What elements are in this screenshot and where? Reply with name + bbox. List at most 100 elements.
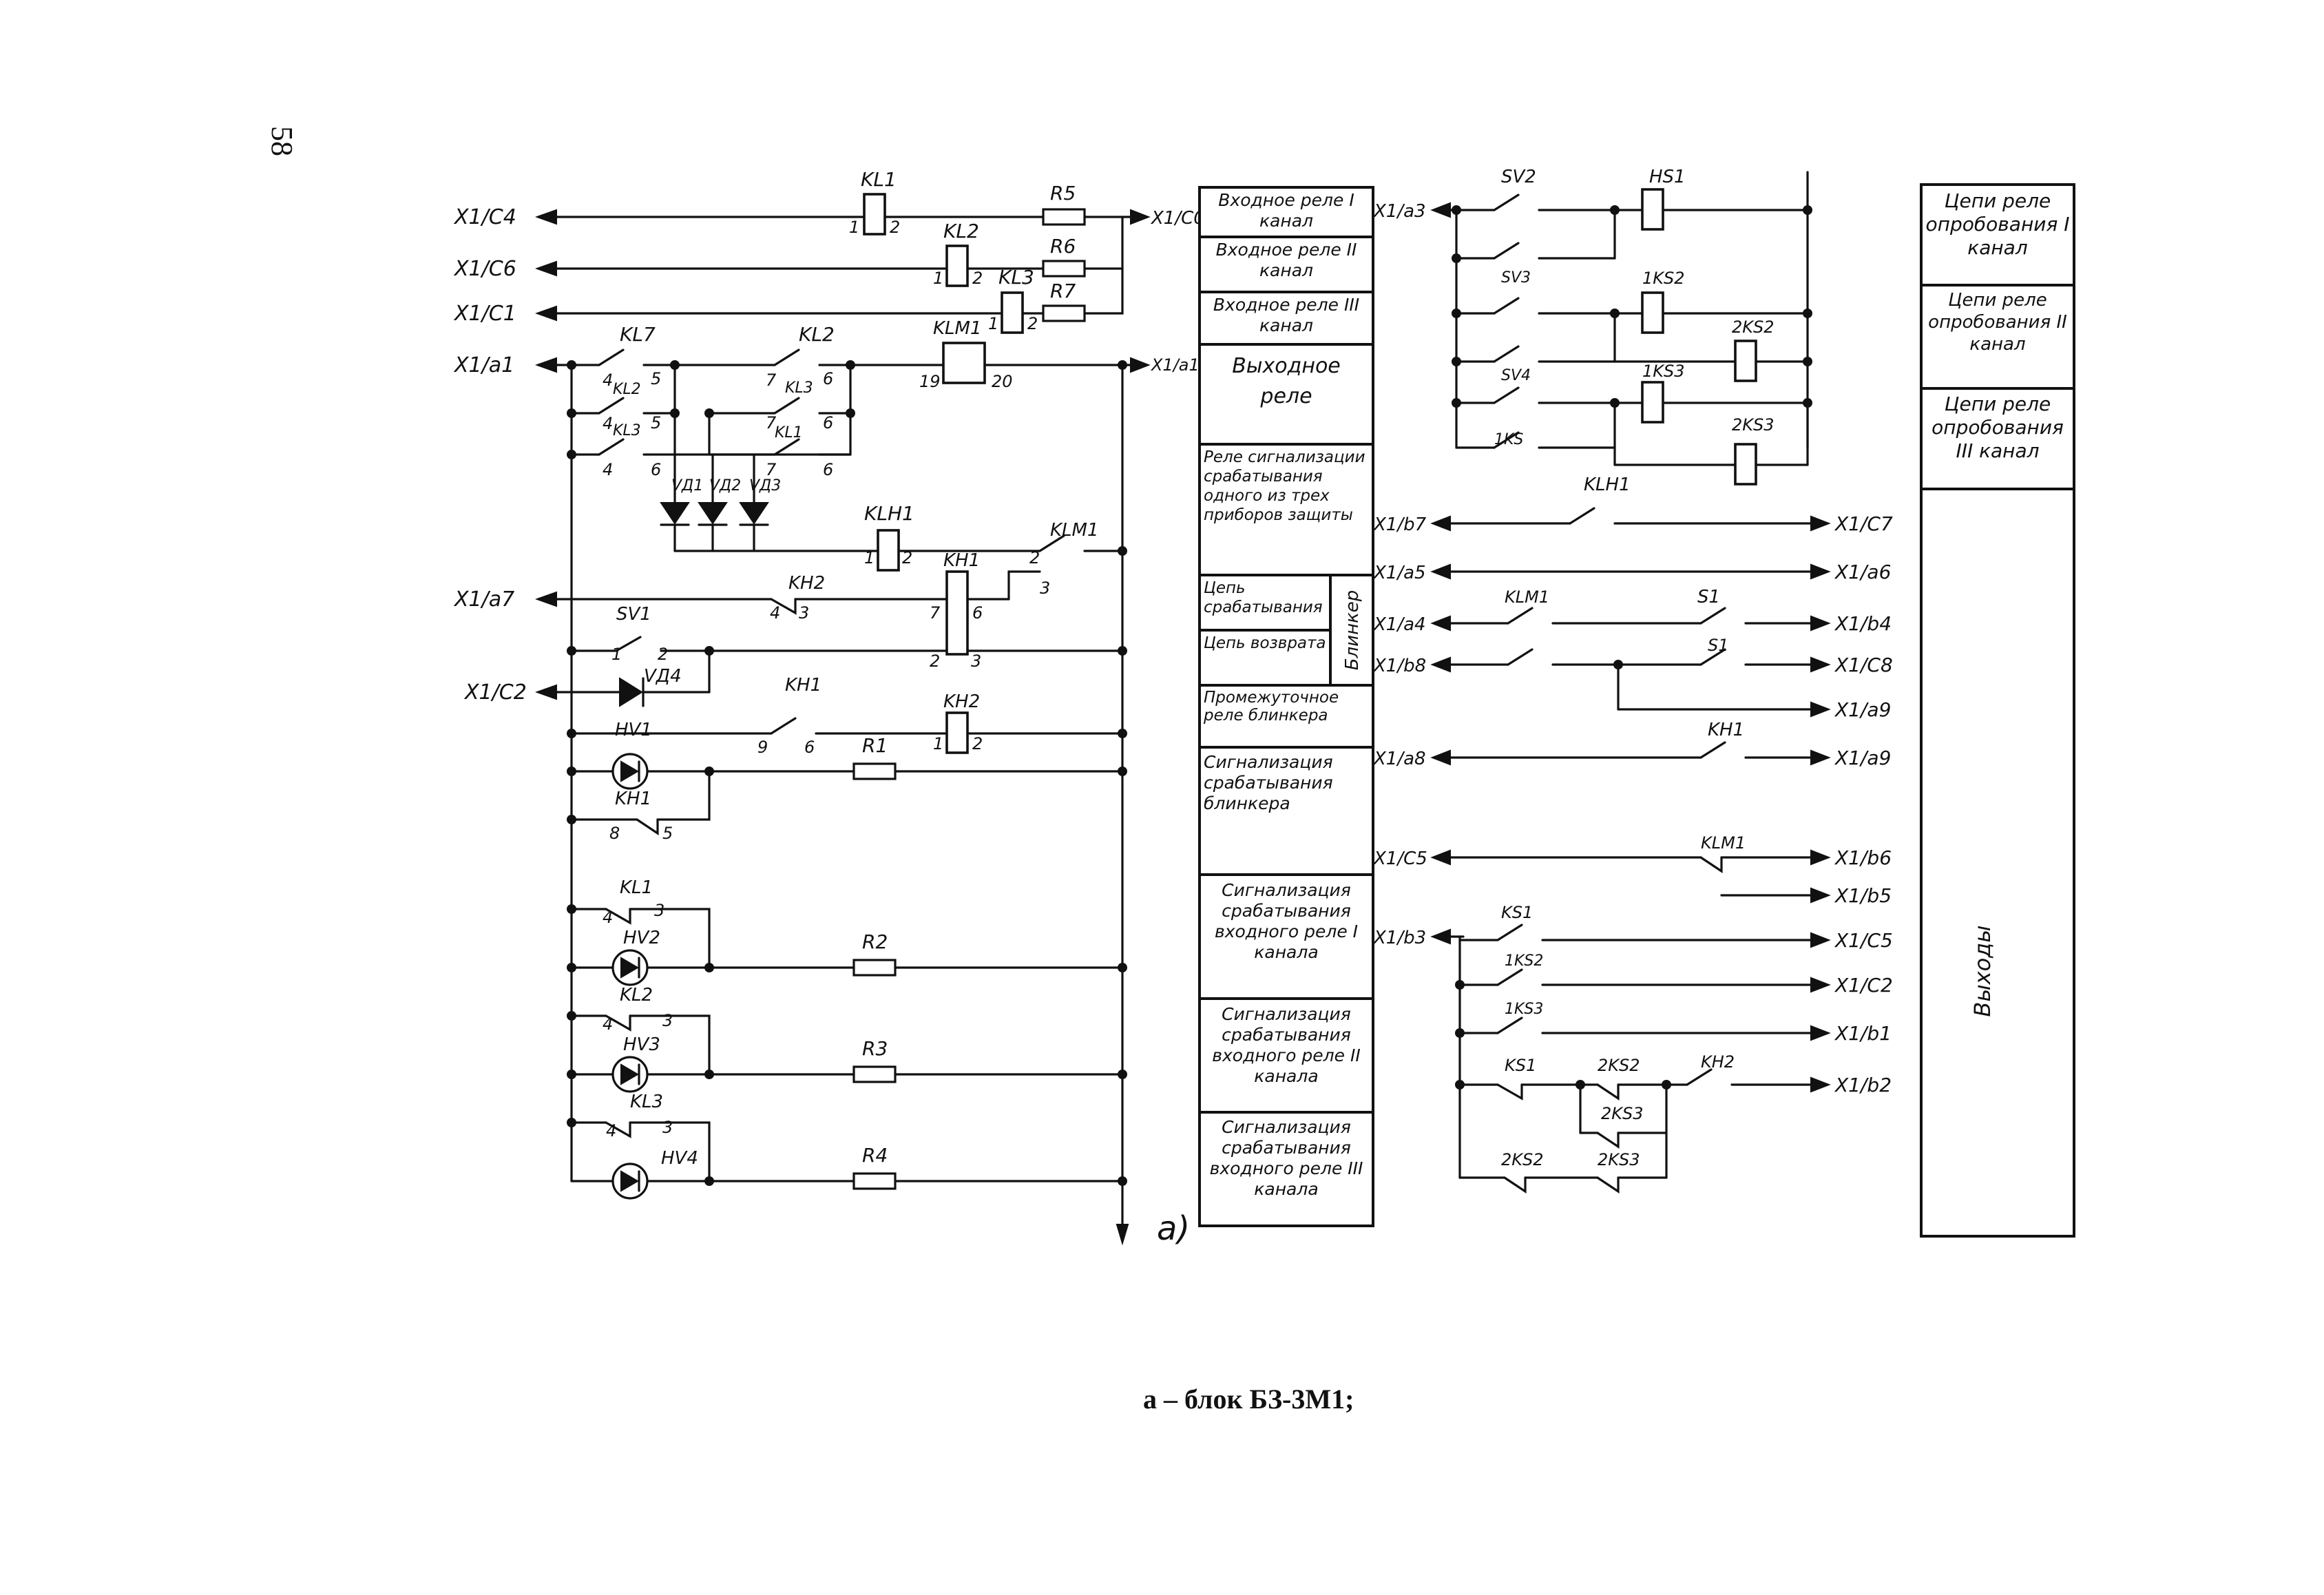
label-sv3: SV3: [1501, 269, 1531, 286]
legend-input-relay-1: Входное реле I канал: [1218, 190, 1354, 231]
pin-number: 4: [770, 603, 780, 623]
coil-hs1: [1641, 188, 1664, 231]
terminal-label-b5: X1/b5: [1834, 884, 1892, 907]
pin-number: 19: [919, 372, 941, 391]
pin-number: 1: [988, 314, 998, 333]
label-contact-kl3-b: KL3: [613, 422, 641, 439]
pin-number: 8: [609, 824, 620, 843]
pin-number: 3: [654, 901, 664, 920]
pin-number: 1: [849, 218, 859, 237]
coil-kl2: [945, 244, 969, 287]
pin-number: 2: [930, 651, 940, 671]
label-klh1-coil: KLH1: [864, 502, 914, 525]
coil-klm1: [942, 342, 986, 384]
label-sv4: SV4: [1501, 367, 1531, 384]
pin-number: 4: [603, 1014, 613, 1034]
coil-kh1: [945, 570, 969, 656]
resistor-r2: [852, 959, 897, 977]
pin-number: 1: [611, 645, 622, 664]
label-kl3-coil: KL3: [998, 266, 1034, 289]
coil-kh2: [945, 711, 969, 754]
label-2ks2-b: 2KS2: [1598, 1056, 1640, 1075]
terminal-label-c2: X1/C2: [463, 680, 527, 705]
terminal-label-b4: X1/b4: [1834, 612, 1892, 635]
label-r3: R3: [862, 1037, 888, 1060]
terminal-label-c5-right: X1/C5: [1834, 929, 1893, 952]
label-contact-kl3-a: KL3: [785, 379, 813, 397]
pin-number: 3: [662, 1011, 673, 1030]
label-kh2-coil: KH2: [943, 691, 980, 712]
pin-number: 6: [804, 738, 815, 757]
label-2ks2-c: 2KS2: [1501, 1150, 1544, 1169]
label-hv1: HV1: [615, 720, 652, 740]
label-ks1-b: KS1: [1505, 1056, 1536, 1075]
terminal-label-c4: X1/C4: [453, 205, 516, 229]
coil-kl1: [863, 193, 886, 236]
coil-kl3: [1001, 291, 1024, 334]
diode-vd2: [698, 502, 728, 525]
legend-blinker: Блинкер: [1342, 590, 1363, 671]
resistor-r5: [1042, 208, 1086, 226]
terminal-label-a9-2: X1/a9: [1834, 747, 1891, 769]
pin-number: 2: [658, 645, 668, 664]
terminal-label-c1: X1/C1: [453, 302, 516, 326]
terminal-label-a3: X1/a3: [1372, 201, 1426, 222]
terminal-label-c8: X1/C8: [1834, 654, 1893, 676]
pin-number: 7: [930, 603, 941, 623]
terminal-label-a1: X1/a1: [453, 353, 514, 377]
pin-number: 4: [603, 460, 613, 479]
label-kh1-coil: KH1: [943, 550, 980, 571]
terminal-label-c2-right: X1/C2: [1834, 974, 1893, 997]
pin-number: 3: [1040, 578, 1050, 598]
legend-input-relay-3: Входное реле III канал: [1213, 295, 1360, 335]
left-schematic: X1/C4 X1/C6 X1/C1 X1/a1 X1/a7 X1/C2 X1/C…: [453, 168, 1210, 1246]
figure-letter: а): [1157, 1209, 1190, 1248]
pin-number: 1: [864, 548, 875, 567]
pin-number: 6: [823, 460, 833, 479]
legend-blinker-intermediate: Промежуточное реле блинкера: [1204, 689, 1339, 724]
terminal-label-c5-left: X1/C5: [1372, 848, 1427, 869]
terminal-label-a7: X1/a7: [453, 587, 514, 612]
label-kl1: KL1: [861, 168, 897, 191]
label-2ks3-c: 2KS3: [1598, 1150, 1640, 1169]
pin-number: 4: [606, 1121, 616, 1140]
label-s1-b: S1: [1708, 636, 1729, 655]
coil-klh1: [877, 529, 900, 572]
label-contact-klm1: KLM1: [1050, 520, 1099, 541]
label-contact-kh2: KH2: [788, 573, 825, 594]
terminal-label-c6: X1/C6: [453, 257, 516, 281]
label-vd2: VД2: [709, 477, 741, 494]
legend-column: Входное реле I канал Входное реле II кан…: [1198, 186, 1374, 1227]
figure-caption: а – блок БЗ-3М1;: [1143, 1384, 1354, 1415]
legend-output-relay: Выходное реле: [1232, 354, 1341, 408]
label-contact-kl2-b: KL2: [613, 381, 641, 398]
label-r2: R2: [862, 930, 888, 953]
pin-number: 6: [823, 413, 833, 432]
label-hs1: HS1: [1649, 167, 1686, 187]
pin-number: 9: [757, 738, 768, 757]
label-vd3: VД3: [749, 477, 781, 494]
right-schematic: X1/a3 X1/b7 X1/a5 X1/a4 X1/b8 X1/a8 X1/C…: [1372, 167, 1893, 1193]
label-klm1-coil: KLM1: [933, 318, 982, 339]
pin-number: 3: [799, 603, 809, 623]
resistor-r1: [852, 762, 897, 780]
label-contact-kl1-a: KL1: [775, 424, 803, 441]
right-legend: Цепи реле опробования I канал Цепи реле …: [1920, 183, 2075, 1238]
legend-input-signal-2: Сигнализация срабатывания входного реле …: [1212, 1004, 1361, 1086]
label-vd1: VД1: [671, 477, 703, 494]
pin-number: 4: [603, 908, 613, 927]
label-1ks2: 1KS2: [1642, 269, 1685, 288]
coil-2ks3: [1734, 443, 1757, 486]
label-ks1: KS1: [1501, 903, 1533, 922]
label-r6: R6: [1050, 235, 1076, 258]
label-1ks2-b: 1KS2: [1505, 952, 1543, 970]
pin-number: 3: [971, 651, 981, 671]
label-kl2-coil: KL2: [943, 220, 979, 242]
pin-number: 6: [972, 603, 983, 623]
pin-number: 5: [651, 369, 661, 388]
pin-number: 4: [603, 371, 613, 390]
label-r1: R1: [862, 734, 888, 757]
coil-1ks2: [1641, 291, 1664, 334]
terminal-label-b2: X1/b2: [1834, 1074, 1892, 1096]
